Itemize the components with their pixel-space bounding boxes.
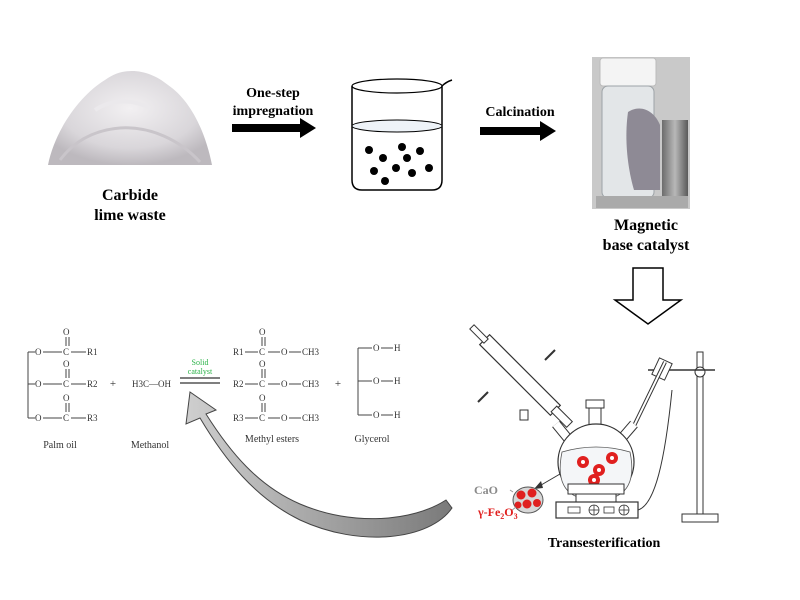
carbide-lime-powder-image (48, 70, 212, 165)
methanol-formula: H3C—OH (132, 379, 172, 389)
palmoil-carbonyl-o3: O (63, 393, 70, 403)
step1-arrow (232, 118, 316, 138)
palmoil-carbonyl-o2: O (63, 359, 70, 369)
palmoil-o1: O (35, 347, 42, 357)
ester-ch3-3: CH3 (302, 413, 320, 423)
palmoil-r3: R3 (87, 413, 98, 423)
ester-r1: R1 (233, 347, 244, 357)
methyl-esters-structure: R1 C O O CH3 R2 C O O CH3 R3 C O (233, 327, 320, 423)
plus-sign-2: + (335, 378, 341, 390)
glycerol-o1: O (373, 343, 380, 353)
reactor-apparatus (469, 324, 719, 523)
palmoil-c2: C (63, 379, 69, 389)
ester-r3: R3 (233, 413, 244, 423)
fe2o3-label-gamma-fe: γ-Fe (477, 505, 501, 519)
raw-material-label-line1: Carbide (102, 187, 158, 204)
ester-c3: C (259, 413, 265, 423)
glycerol-structure: O H O H O H (357, 343, 401, 420)
raw-material-label-line2: lime waste (94, 207, 166, 224)
down-hollow-arrow (612, 267, 684, 325)
catalyst-particles-in-flask (577, 452, 618, 486)
catalyst-label-line2: catalyst (188, 367, 213, 376)
glycerol-h3: H (394, 410, 401, 420)
palmoil-c3: C (63, 413, 69, 423)
plus-sign-1: + (110, 378, 116, 390)
palmoil-c1: C (63, 347, 69, 357)
reaction-scheme: O C O R1 O C O R2 O C O R3 Palm oil (27, 327, 401, 451)
ester-o3: O (281, 413, 288, 423)
fe2o3-label-sub2: 3 (514, 512, 518, 521)
impregnation-particles (365, 143, 433, 185)
product-label-line1: Magnetic (614, 217, 678, 234)
catalyst-particle-zoom (509, 473, 561, 514)
palmoil-r2: R2 (87, 379, 98, 389)
palmoil-o3: O (35, 413, 42, 423)
ester-ch3-2: CH3 (302, 379, 320, 389)
glycerol-o3: O (373, 410, 380, 420)
ester-ch3-1: CH3 (302, 347, 320, 357)
ester-carbonyl-o2: O (259, 359, 266, 369)
palm-oil-structure: O C O R1 O C O R2 O C O R3 (27, 327, 98, 423)
glycerol-name: Glycerol (355, 434, 390, 445)
curved-feedback-arrow (185, 391, 453, 538)
glycerol-h2: H (394, 376, 401, 386)
palmoil-r1: R1 (87, 347, 98, 357)
fe2o3-label: γ-Fe2O3 (477, 505, 518, 521)
methyl-esters-name: Methyl esters (245, 434, 299, 445)
step1-label-line2: impregnation (233, 104, 314, 119)
step2-label: Calcination (485, 105, 554, 120)
product-label-line2: base catalyst (603, 237, 690, 254)
process-label: Transesterification (548, 536, 661, 551)
catalyst-label-line1: Solid (192, 358, 209, 367)
magnetic-catalyst-vial-image (592, 57, 690, 209)
ester-c2: C (259, 379, 265, 389)
cao-label: CaO (474, 483, 498, 497)
step1-label-line1: One-step (246, 86, 300, 101)
glycerol-o2: O (373, 376, 380, 386)
palmoil-carbonyl-o1: O (63, 327, 70, 337)
ester-carbonyl-o3: O (259, 393, 266, 403)
glycerol-h1: H (394, 343, 401, 353)
palm-oil-name: Palm oil (43, 440, 77, 451)
methanol-name: Methanol (131, 440, 170, 451)
ester-o2: O (281, 379, 288, 389)
ester-c1: C (259, 347, 265, 357)
ester-carbonyl-o1: O (259, 327, 266, 337)
palmoil-o2: O (35, 379, 42, 389)
beaker-icon (351, 78, 453, 191)
step2-arrow (480, 121, 556, 141)
fe2o3-label-o: O (504, 505, 513, 519)
ester-o1: O (281, 347, 288, 357)
fe2o3-label-sub1: 2 (500, 512, 504, 521)
ester-r2: R2 (233, 379, 244, 389)
